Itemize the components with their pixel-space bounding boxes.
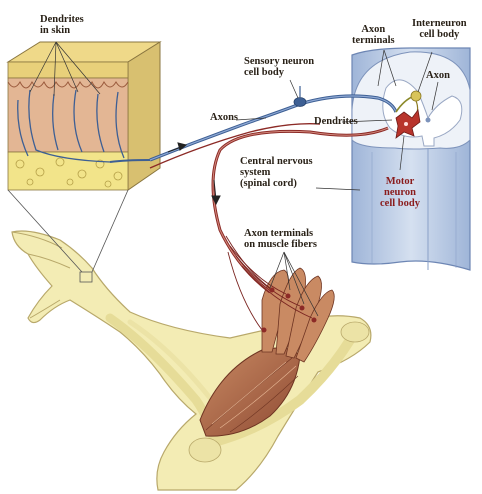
zoom-line-right: [92, 190, 128, 272]
label-axon-terminals-on-muscle-fibers: Axon terminals on muscle fibers: [244, 228, 317, 250]
label-sensory-neuron-cell-body: Sensory neuron cell body: [244, 56, 314, 78]
label-motor-neuron-cell-body: Motor neuron cell body: [380, 176, 420, 209]
sensory-cell-body: [294, 86, 306, 107]
spinal-cord: [352, 48, 470, 270]
label-axon-terminals: Axon terminals: [352, 24, 395, 46]
label-dendrites-in-skin: Dendrites in skin: [40, 14, 84, 36]
arm: [12, 231, 371, 490]
label-interneuron-cell-body: Interneuron cell body: [412, 18, 467, 40]
label-central-nervous-system: Central nervous system (spinal cord): [240, 156, 313, 189]
skin-section: [8, 42, 160, 190]
label-dendrites: Dendrites: [314, 116, 358, 127]
label-axon: Axon: [426, 70, 450, 81]
skin-sample-marker: [80, 272, 92, 282]
label-axons: Axons: [210, 112, 238, 123]
